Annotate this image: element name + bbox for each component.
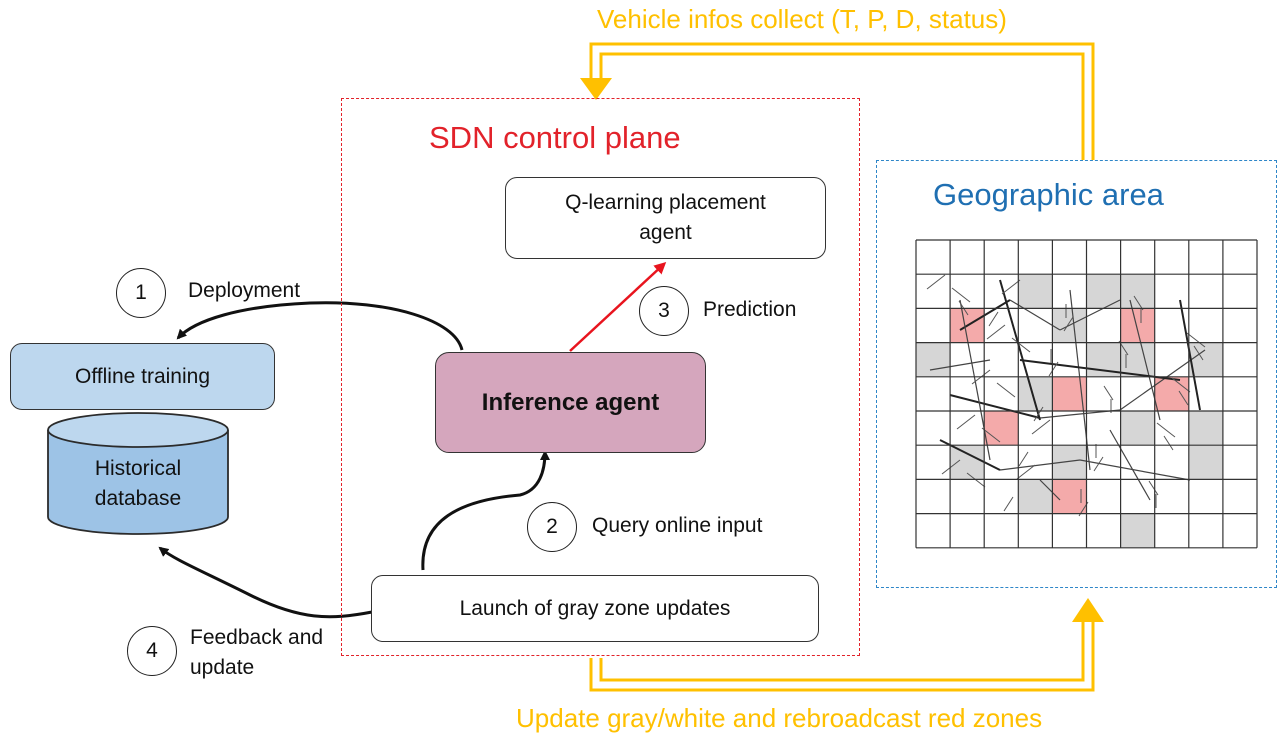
street-line	[926, 274, 946, 290]
q-learning-agent-box: Q-learning placement agent	[505, 177, 826, 259]
launch-updates-box: Launch of gray zone updates	[371, 575, 819, 642]
step-1-circle: 1	[116, 268, 166, 318]
street-line	[1148, 480, 1159, 496]
gray-zone-cell	[1188, 445, 1223, 480]
database-label: Historical database	[94, 457, 182, 510]
database-cylinder	[47, 412, 229, 535]
gray-zone-cell	[1120, 513, 1155, 548]
street-line	[1011, 337, 1031, 353]
step-2-circle: 2	[527, 502, 577, 552]
street-line	[1093, 456, 1104, 472]
street-line	[1109, 429, 1151, 501]
street-line	[1186, 332, 1206, 348]
geo-title: Geographic area	[933, 177, 1164, 212]
gray-zone-cell	[1120, 411, 1155, 446]
street-line	[1033, 406, 1044, 422]
feedback-arrow	[158, 546, 373, 619]
sdn-control-plane-region	[341, 98, 860, 656]
step-1-label: Deployment	[188, 279, 301, 302]
bottom-yellow-loop-outer	[589, 618, 1095, 692]
street-line	[1079, 459, 1191, 481]
street-line	[986, 324, 1006, 340]
street-line	[1171, 377, 1191, 393]
inference-agent-box: Inference agent	[435, 352, 706, 453]
gray-zone-cell	[1188, 342, 1223, 377]
street-line	[956, 414, 976, 430]
step-4-label: Feedback and update	[190, 626, 324, 679]
red-zone-cell	[984, 411, 1019, 446]
street-line	[1179, 299, 1201, 411]
street-line	[1063, 316, 1074, 332]
offline-training-label: Offline training	[74, 364, 211, 388]
street-line	[981, 427, 1001, 443]
bottom-yellow-arrowhead	[1072, 598, 1104, 622]
gray-zone-cell	[1018, 479, 1053, 514]
street-line	[1039, 479, 1061, 501]
gray-zone-cell	[916, 342, 951, 377]
street-line	[1003, 496, 1014, 512]
street-line	[1133, 295, 1144, 311]
top-yellow-label: Vehicle infos collect (T, P, D, status)	[597, 4, 1007, 34]
geo-grid-lines	[915, 239, 1258, 549]
street-line	[1048, 361, 1059, 377]
red-zone-cell	[1120, 308, 1155, 343]
bottom-yellow-loop-inner	[599, 618, 1085, 682]
sdn-title: SDN control plane	[429, 120, 681, 155]
top-yellow-arrowhead	[580, 78, 612, 100]
street-line	[999, 459, 1081, 471]
step-3-label: Prediction	[703, 298, 797, 321]
street-line	[1059, 299, 1121, 331]
query-arrow	[421, 450, 550, 571]
street-line	[1016, 464, 1036, 480]
street-line	[999, 279, 1041, 421]
deployment-arrow	[176, 301, 464, 351]
gray-zone-cell	[1120, 274, 1155, 309]
top-yellow-loop-outer	[589, 42, 1095, 160]
street-line	[959, 299, 1011, 331]
step-4-circle: 4	[127, 626, 177, 676]
launch-updates-label: Launch of gray zone updates	[459, 596, 731, 620]
street-line	[1156, 422, 1176, 438]
step-2-label: Query online input	[592, 514, 763, 537]
street-line	[1103, 385, 1114, 401]
gray-zone-cell	[1188, 411, 1223, 446]
step-3-circle: 3	[639, 286, 689, 336]
offline-training-box: Offline training	[10, 343, 275, 410]
red-zone-cell	[1154, 376, 1189, 411]
street-line	[941, 459, 961, 475]
street-line	[949, 394, 1041, 419]
database-label-wrap: Historical database	[78, 452, 198, 516]
prediction-arrow	[569, 261, 667, 352]
street-line	[959, 299, 991, 461]
street-line	[1178, 390, 1189, 406]
street-line	[996, 382, 1016, 398]
street-line	[929, 359, 991, 371]
q-learning-agent-label: Q-learning placement agent	[565, 191, 766, 244]
inference-agent-label: Inference agent	[481, 388, 660, 416]
street-line	[951, 287, 971, 303]
top-yellow-loop-inner	[599, 52, 1085, 160]
street-line	[988, 311, 999, 327]
street-line	[1001, 279, 1021, 295]
geographic-area-region	[876, 160, 1277, 588]
street-line	[1018, 451, 1029, 467]
street-line	[1193, 345, 1204, 361]
street-line	[1031, 419, 1051, 435]
street-line	[1163, 435, 1174, 451]
gray-zone-cell	[1018, 274, 1053, 309]
bottom-yellow-label: Update gray/white and rebroadcast red zo…	[516, 703, 1043, 733]
